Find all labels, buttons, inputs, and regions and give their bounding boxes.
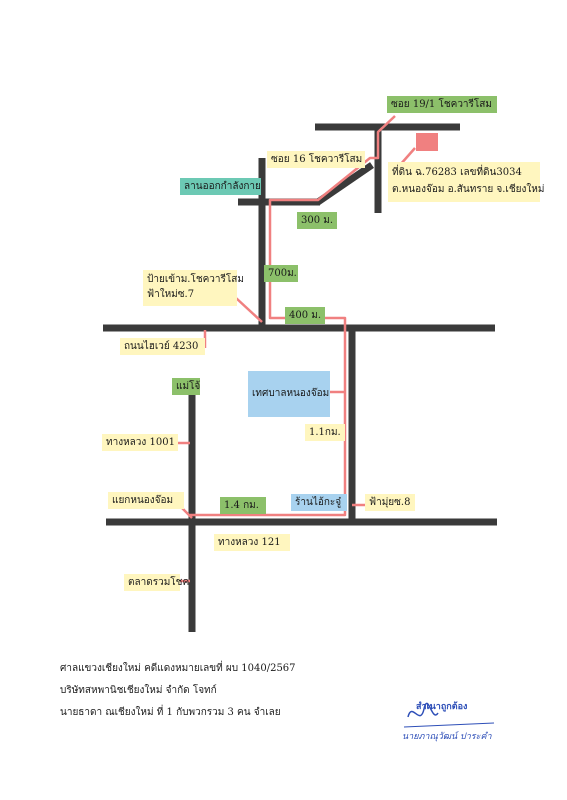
footer-defendant: นายธาดา ณเชียงใหม่ ที่ 1 กับพวกรวม 3 คน … <box>60 707 281 718</box>
label-nong-jom-junction: แยกหนองจ๊อม <box>108 492 184 509</box>
label-exercise-ground: ลานออกกำลังกาย <box>180 178 261 195</box>
footer-plaintiff: บริษัทสหพานิชเชียงใหม่ จำกัด โจทก์ <box>60 685 217 696</box>
entrance-sign-line2: ฟ้าใหม่ซ.7 <box>147 289 195 300</box>
road-diagonal <box>316 162 374 205</box>
label-fah-mai-8: ฟ้ามุ่ยซ.8 <box>365 494 415 511</box>
entrance-sign-line1: ป้ายเข้าม.โชควารีโสม <box>147 274 244 285</box>
stamp-signature-name: นายภาณุวัฒน์ ปาระคำ <box>402 732 492 742</box>
land-title-line2: ต.หนองจ๊อม อ.สันทราย จ.เชียงใหม่ <box>392 184 545 195</box>
certified-copy-stamp: สำเนาถูกต้อง นายภาณุวัฒน์ ปาระคำ <box>398 697 498 747</box>
label-highway-121: ทางหลวง 121 <box>214 534 290 551</box>
label-highway-4230: ถนนไฮเวย์ 4230 <box>120 338 205 355</box>
label-distance-1-4km: 1.4 กม. <box>220 497 266 514</box>
label-distance-300m: 300 ม. <box>297 212 337 229</box>
route-path <box>190 115 396 517</box>
label-municipality: เทศบาลหนองจ๊อม <box>248 371 330 417</box>
route-connector-junction <box>181 507 193 519</box>
label-distance-400m: 400 ม. <box>285 307 325 324</box>
label-soi-16: ซอย 16 โชควารีโสม <box>267 151 365 168</box>
land-plot-marker <box>416 133 438 151</box>
label-soi-19-1: ซอย 19/1 โชควารีโสม <box>387 96 497 113</box>
label-distance-700m: 700ม. <box>264 265 298 282</box>
footer-case-number: ศาลแขวงเชียงใหม่ คดีแดงหมายเลขที่ ผบ 104… <box>60 663 296 674</box>
label-highway-1001: ทางหลวง 1001 <box>102 434 178 451</box>
land-title-line1: ที่ดิน ฉ.76283 เลขที่ดิน3034 <box>392 167 522 178</box>
signature-scribble <box>403 702 495 728</box>
route-connector-sign <box>235 297 263 323</box>
stamp-title: สำเนาถูกต้อง <box>416 702 468 712</box>
label-distance-1-1km: 1.1กม. <box>305 424 345 441</box>
label-land-title: ที่ดิน ฉ.76283 เลขที่ดิน3034 ต.หนองจ๊อม … <box>388 162 545 202</box>
label-shop: ร้านไอ้กะจู๋ <box>291 494 347 511</box>
label-mae-jo: แม่โจ้ <box>172 378 200 395</box>
label-entrance-sign: ป้ายเข้าม.โชควารีโสม ฟ้าใหม่ซ.7 <box>143 270 244 306</box>
label-ruam-chok-market: ตลาดรวมโชค <box>124 574 189 591</box>
